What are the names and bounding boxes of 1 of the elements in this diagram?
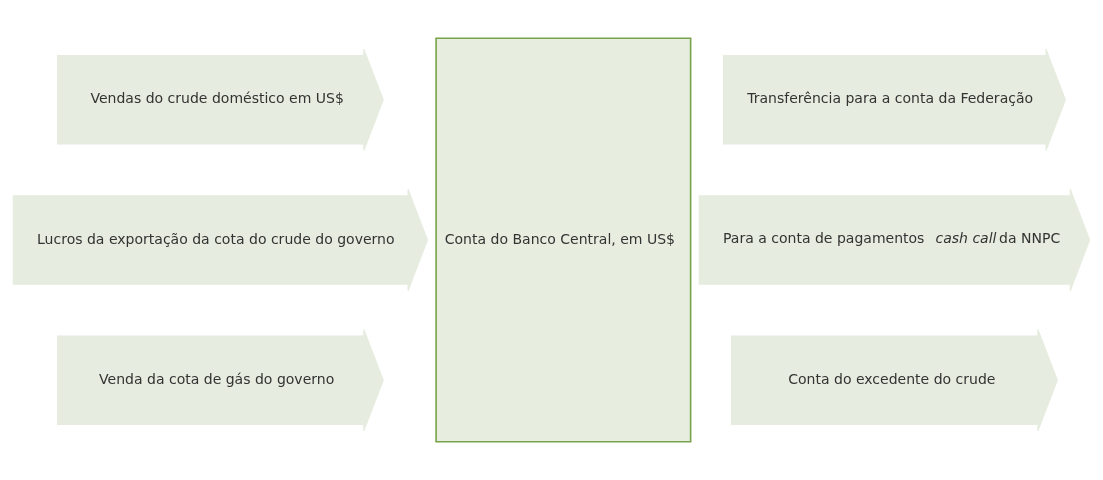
node-box: Conta do Banco Central, em US$ (435, 37, 692, 443)
